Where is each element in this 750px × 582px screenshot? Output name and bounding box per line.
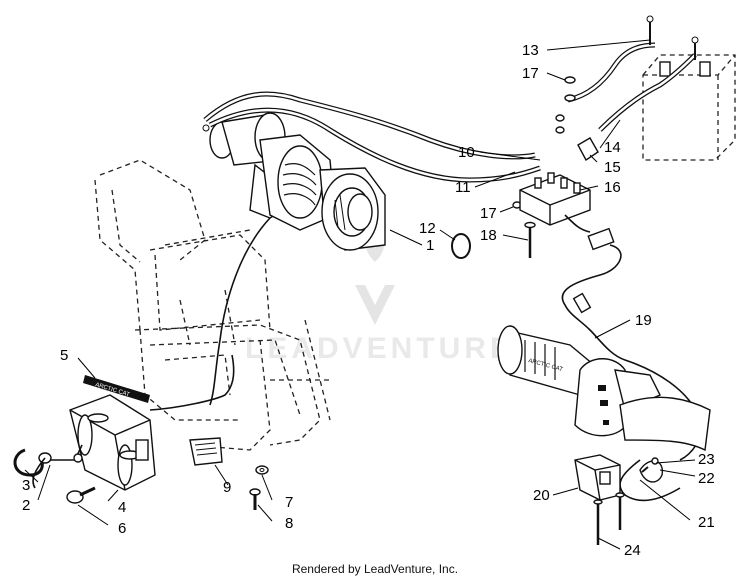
callout-11: 11 — [455, 179, 471, 196]
leader-lines — [24, 39, 696, 550]
handlebar-switch: ARCTIC CAT — [497, 325, 711, 452]
decal-9 — [189, 437, 223, 466]
callout-20: 20 — [533, 487, 550, 504]
bolt-6 — [66, 486, 96, 504]
snap-ring — [451, 233, 471, 259]
fairlead-cable — [149, 354, 235, 411]
callout-21: 21 — [698, 514, 715, 531]
callouts: 1 2 3 4 5 6 7 8 9 10 11 12 13 14 15 16 1… — [22, 42, 715, 559]
callout-24: 24 — [624, 542, 641, 559]
winch-assembly — [209, 112, 386, 251]
terminal-boot — [577, 137, 599, 162]
watermark-text: LEADVENTURE — [245, 332, 514, 365]
watermark: LEADVENTURE — [245, 225, 514, 365]
callout-1: 1 — [426, 237, 434, 254]
washer-bolt — [249, 465, 269, 510]
callout-17-bottom: 17 — [480, 205, 497, 222]
winch-rope — [209, 217, 271, 406]
fairlead — [69, 394, 156, 491]
callout-9: 9 — [223, 479, 231, 496]
callout-13: 13 — [522, 42, 539, 59]
callout-17-top: 17 — [522, 65, 539, 82]
callout-5: 5 — [60, 347, 68, 364]
callout-12: 12 — [419, 220, 436, 237]
hook — [13, 444, 83, 489]
mounting-clamp — [574, 454, 621, 501]
callout-16: 16 — [604, 179, 621, 196]
screw-18 — [524, 221, 536, 258]
battery — [642, 54, 736, 161]
battery-cables — [567, 15, 699, 132]
washers — [512, 76, 576, 209]
callout-8: 8 — [285, 515, 293, 532]
footer-credit: Rendered by LeadVenture, Inc. — [291, 562, 459, 576]
small-hardware — [639, 457, 664, 483]
callout-15: 15 — [604, 159, 621, 176]
callout-10: 10 — [458, 144, 475, 161]
callout-7: 7 — [285, 494, 293, 511]
callout-22: 22 — [698, 470, 715, 487]
callout-18: 18 — [480, 227, 497, 244]
callout-3: 3 — [22, 477, 30, 494]
callout-2: 2 — [22, 497, 30, 514]
screws-24 — [593, 492, 625, 545]
callout-4: 4 — [118, 499, 126, 516]
callout-6: 6 — [118, 520, 126, 537]
solenoid — [519, 172, 591, 233]
callout-14: 14 — [604, 139, 621, 156]
callout-23: 23 — [698, 451, 715, 468]
callout-19: 19 — [635, 312, 652, 329]
